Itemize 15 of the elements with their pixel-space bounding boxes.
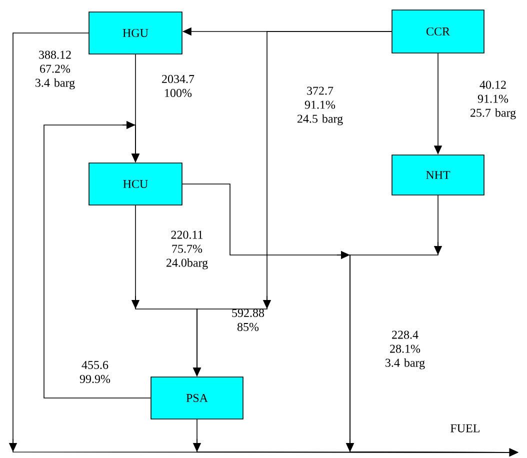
process-box: NHT — [392, 154, 484, 196]
edge-label: 40.12 91.1% 25.7 barg — [470, 80, 516, 120]
edge-label: 388.12 67.2% 3.4 barg — [36, 50, 75, 90]
process-box: HGU — [88, 12, 182, 54]
arrow — [44, 120, 151, 398]
stream-label: 592.88 85% — [232, 308, 264, 332]
stream-label: 228.4 28.1% 3.4 barg — [386, 330, 425, 370]
edge-label: 372.7 91.1% 24.5 barg — [297, 86, 343, 126]
process-box: HCU — [88, 162, 182, 206]
stream-label: FUEL — [450, 424, 480, 432]
process-box: PSA — [150, 376, 244, 420]
edge-label: 220.11 75.7% 24.0barg — [166, 230, 208, 270]
edge-label: 455.6 99.9% — [80, 360, 110, 384]
process-box: CCR — [392, 10, 484, 54]
edge-label: 2034.7 100% — [162, 74, 194, 98]
